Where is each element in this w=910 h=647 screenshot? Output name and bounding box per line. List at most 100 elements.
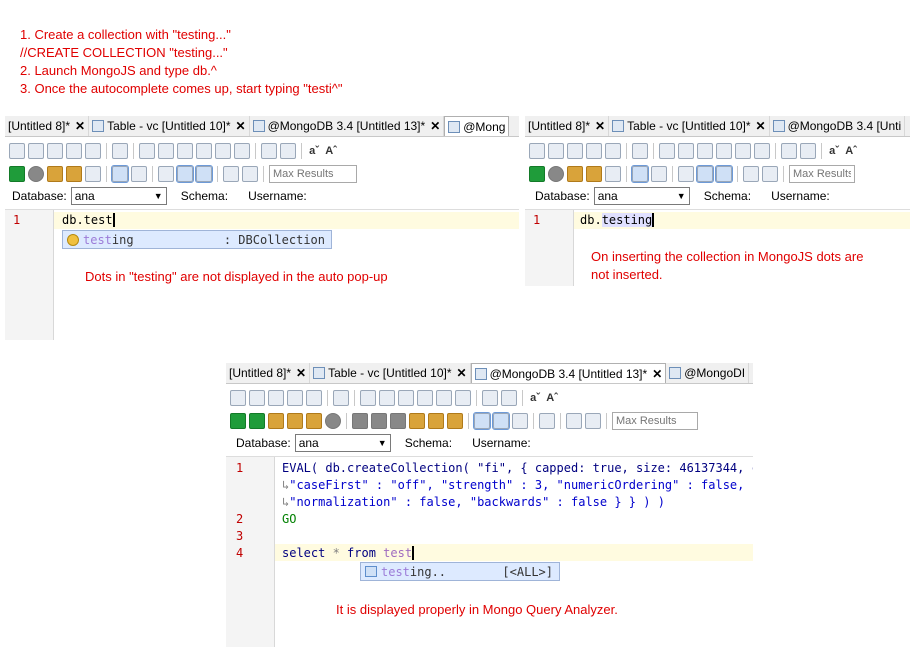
max-results-input[interactable] (789, 165, 855, 183)
run-icon[interactable] (249, 413, 265, 429)
cut-icon[interactable] (158, 143, 174, 159)
braces-icon[interactable] (715, 165, 733, 183)
explain-icon[interactable] (66, 166, 82, 182)
save-all-icon[interactable] (306, 390, 322, 406)
comment-icon[interactable] (447, 413, 463, 429)
new-icon[interactable] (529, 143, 545, 159)
split-icon[interactable] (158, 166, 174, 182)
new-icon[interactable] (9, 143, 25, 159)
undo-icon[interactable] (436, 390, 452, 406)
decrease-font-icon[interactable]: aˇ (309, 145, 319, 157)
replace-icon[interactable] (501, 390, 517, 406)
save-as-icon[interactable] (66, 143, 82, 159)
save-icon[interactable] (567, 143, 583, 159)
export-icon[interactable] (743, 166, 759, 182)
print-icon[interactable] (632, 143, 648, 159)
find-icon[interactable] (781, 143, 797, 159)
paste-icon[interactable] (417, 390, 433, 406)
close-icon[interactable]: ✕ (755, 119, 766, 133)
increase-font-icon[interactable]: Aˆ (845, 145, 857, 157)
open-icon[interactable] (249, 390, 265, 406)
code-editor[interactable]: 1 2 3 4 EVAL( db.createCollection( "fi",… (226, 456, 753, 647)
save-all-icon[interactable] (85, 143, 101, 159)
text-results-icon[interactable] (492, 412, 510, 430)
step-icon[interactable] (352, 413, 368, 429)
undo-icon[interactable] (735, 143, 751, 159)
debug-icon[interactable] (306, 413, 322, 429)
plan-icon[interactable] (539, 413, 555, 429)
text-results-icon[interactable] (651, 166, 667, 182)
history-icon[interactable] (762, 166, 778, 182)
redo-icon[interactable] (234, 143, 250, 159)
code-line[interactable]: db.test (62, 213, 115, 227)
replace-icon[interactable] (800, 143, 816, 159)
copy-icon[interactable] (697, 143, 713, 159)
explain-icon[interactable] (586, 166, 602, 182)
tab-untitled-8[interactable]: [Untitled 8]*✕ (525, 116, 610, 136)
stop-icon[interactable] (325, 413, 341, 429)
run-script-icon[interactable] (268, 413, 284, 429)
file-results-icon[interactable] (512, 413, 528, 429)
code-line[interactable]: ↳"normalization" : false, "backwards" : … (282, 495, 665, 509)
increase-font-icon[interactable]: Aˆ (546, 392, 558, 404)
print-icon[interactable] (333, 390, 349, 406)
increase-font-icon[interactable]: Aˆ (325, 145, 337, 157)
max-results-input[interactable] (269, 165, 357, 183)
save-all-icon[interactable] (605, 143, 621, 159)
tab-mongodb-2[interactable]: @MongoDI (666, 363, 750, 383)
save-as-icon[interactable] (287, 390, 303, 406)
export-icon[interactable] (223, 166, 239, 182)
tree-icon[interactable] (176, 165, 194, 183)
grid-results-icon[interactable] (631, 165, 649, 183)
new-icon[interactable] (230, 390, 246, 406)
cut-icon[interactable] (379, 390, 395, 406)
select-icon[interactable] (659, 143, 675, 159)
tab-table-vc[interactable]: Table - vc [Untitled 10]*✕ (310, 363, 471, 383)
code-line[interactable]: ↳"caseFirst" : "off", "strength" : 3, "n… (282, 478, 753, 492)
code-line[interactable]: EVAL( db.createCollection( "fi", { cappe… (282, 461, 753, 475)
tab-mongodb[interactable]: @MongoDB 3.4 [Untitled 13]*✕ (250, 116, 445, 136)
find-icon[interactable] (482, 390, 498, 406)
run-icon[interactable] (529, 166, 545, 182)
debug-icon[interactable] (567, 166, 583, 182)
tree-icon[interactable] (696, 165, 714, 183)
paste-icon[interactable] (196, 143, 212, 159)
redo-icon[interactable] (754, 143, 770, 159)
close-icon[interactable]: ✕ (235, 119, 246, 133)
close-icon[interactable]: ✕ (75, 119, 86, 133)
history-icon[interactable] (242, 166, 258, 182)
close-icon[interactable]: ✕ (652, 366, 663, 381)
compile-icon[interactable] (409, 413, 425, 429)
export-icon[interactable] (566, 413, 582, 429)
open-icon[interactable] (28, 143, 44, 159)
stop-icon[interactable] (548, 166, 564, 182)
decrease-font-icon[interactable]: aˇ (530, 392, 540, 404)
database-select[interactable]: ana▼ (294, 434, 391, 452)
tab-table-vc[interactable]: Table - vc [Untitled 10]*✕ (609, 116, 770, 136)
save-icon[interactable] (268, 390, 284, 406)
format-icon[interactable] (85, 166, 101, 182)
decrease-font-icon[interactable]: aˇ (829, 145, 839, 157)
stop-icon[interactable] (28, 166, 44, 182)
find-icon[interactable] (261, 143, 277, 159)
copy-icon[interactable] (177, 143, 193, 159)
copy-icon[interactable] (398, 390, 414, 406)
run-all-icon[interactable] (230, 413, 246, 429)
database-select[interactable]: ana▼ (70, 187, 167, 205)
tab-mongodb-active[interactable]: @MongoDB 3.4 [Untitled 13]*✕ (470, 363, 667, 383)
replace-icon[interactable] (280, 143, 296, 159)
tab-mongodb[interactable]: @MongoDB 3.4 [Unti (770, 116, 906, 136)
tab-table-vc[interactable]: Table - vc [Untitled 10]*✕ (89, 116, 250, 136)
close-icon[interactable]: ✕ (430, 119, 441, 133)
save-icon[interactable] (47, 143, 63, 159)
format-icon[interactable] (428, 413, 444, 429)
paste-icon[interactable] (716, 143, 732, 159)
redo-icon[interactable] (455, 390, 471, 406)
step-over-icon[interactable] (371, 413, 387, 429)
tab-untitled-8[interactable]: [Untitled 8]*✕ (5, 116, 90, 136)
tab-mongo-active[interactable]: @Mong (444, 116, 510, 136)
format-icon[interactable] (605, 166, 621, 182)
database-select[interactable]: ana▼ (593, 187, 690, 205)
